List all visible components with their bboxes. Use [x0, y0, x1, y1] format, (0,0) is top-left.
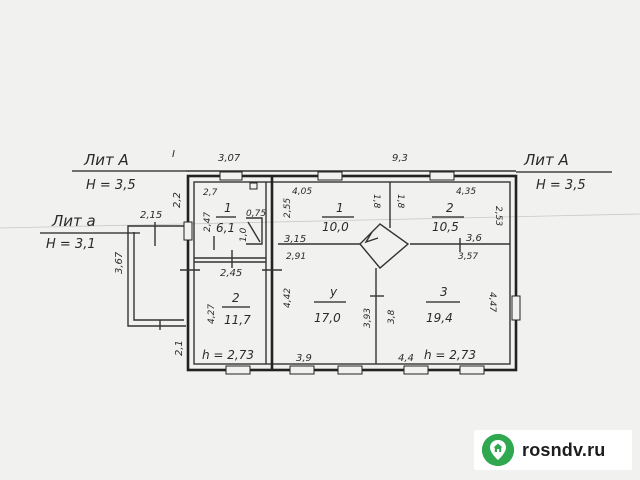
lit-a-title: Лит А — [523, 151, 569, 169]
window-bottom-5 — [459, 365, 485, 375]
window-right-1 — [511, 295, 521, 321]
dim-r1-top: 4,05 — [292, 187, 312, 197]
paper-fold-line — [0, 213, 640, 229]
room-2-number: 2 — [446, 201, 454, 215]
window-bottom-2 — [289, 365, 315, 375]
dim-room1s-side: 2,47 — [203, 212, 213, 232]
window-bottom-3 — [337, 365, 363, 375]
dim-ry-left: 4,42 — [283, 288, 293, 308]
room-1-number: 1 — [336, 201, 344, 215]
dim-r3-right: 4,47 — [487, 292, 497, 312]
room-2: 2 10,5 — [432, 201, 464, 234]
dim-room1s-top: 2,7 — [203, 188, 218, 198]
door-marks — [180, 236, 461, 297]
room-small-2-area: 11,7 — [224, 313, 251, 327]
label-lit-a1: Лит А I H = 3,5 — [72, 149, 186, 193]
window-top-2 — [317, 171, 343, 181]
dim-top-left: 3,07 — [218, 153, 241, 164]
height-right: h = 2,73 — [424, 348, 476, 362]
room1s-closet-diag — [247, 221, 261, 243]
label-lit-a: Лит А H = 3,5 — [516, 151, 612, 193]
dim-r3-left: 3,8 — [387, 309, 397, 324]
dim-r2-right: 2,53 — [493, 206, 503, 226]
window-bottom-1 — [225, 365, 251, 375]
door-left — [183, 221, 193, 241]
dim-r1-side: 1,8 — [371, 194, 381, 209]
room-1-area: 10,0 — [322, 220, 349, 234]
room-small-1: 1 6,1 — [216, 201, 236, 235]
dim-ry-right: 3,93 — [363, 308, 373, 328]
lit-a-small-title: Лит а — [51, 212, 96, 230]
dim-r2-bottom: 3,6 — [466, 233, 482, 244]
building-inner-outline — [193, 181, 511, 365]
room-y: у 17,0 — [314, 285, 346, 325]
window-bottom-4 — [403, 365, 429, 375]
lit-a1-title: Лит А — [83, 151, 129, 169]
dim-r2s-side: 4,27 — [207, 304, 217, 324]
room-small-1-area: 6,1 — [216, 221, 235, 235]
annex-lit-a: 2,15 2,2 3,67 2,1 — [114, 192, 188, 356]
dim-r2-side: 1,8 — [395, 194, 405, 209]
dim-annex-top: 2,15 — [140, 210, 162, 221]
lit-a1-height: H = 3,5 — [86, 178, 136, 193]
window-top-1 — [219, 171, 243, 181]
room1s-closet — [246, 217, 263, 245]
label-lit-a-small: Лит а H = 3,1 — [40, 212, 140, 252]
dim-r2-top: 4,35 — [456, 187, 476, 197]
annex-inner-outline — [133, 232, 184, 321]
dim-annex-bottom: 2,1 — [174, 340, 185, 356]
dim-r2-bottom2: 3,57 — [458, 252, 478, 262]
dim-room1s-inner: 0,75 — [246, 209, 266, 219]
dim-mid-left: 2,45 — [220, 268, 242, 279]
room-small-2-number: 2 — [232, 291, 240, 305]
room-small-1-number: 1 — [224, 201, 232, 215]
room-small-2: 2 11,7 — [222, 291, 251, 327]
dim-r1-bottom: 3,15 — [284, 234, 306, 245]
room-2-area: 10,5 — [432, 220, 459, 234]
room-y-area: 17,0 — [314, 311, 341, 325]
windows — [183, 171, 521, 375]
lit-a1-sup: I — [172, 149, 175, 160]
brand-badge[interactable]: rosndv.ru — [474, 430, 632, 470]
dim-top-main: 9,3 — [392, 153, 408, 164]
dim-annex-side-a: 2,2 — [172, 192, 183, 208]
room-3-number: 3 — [440, 285, 448, 299]
room1s-vent — [249, 182, 258, 190]
lit-a-small-height: H = 3,1 — [46, 237, 96, 252]
annex-outline — [127, 225, 188, 327]
room-3-area: 19,4 — [426, 311, 453, 325]
dim-annex-left: 3,67 — [114, 251, 125, 274]
dim-bottom-3: 4,4 — [398, 353, 414, 364]
room-1: 1 10,0 — [322, 201, 354, 234]
dim-room1s-inner2: 1,0 — [239, 227, 249, 242]
height-left: h = 2,73 — [202, 348, 254, 362]
dim-bottom-y: 3,9 — [296, 353, 312, 364]
house-pin-icon — [482, 434, 514, 466]
room-3: 3 19,4 — [426, 285, 460, 325]
stove-mark — [364, 231, 379, 244]
dim-r1-left: 2,55 — [283, 198, 293, 218]
window-top-3 — [429, 171, 455, 181]
lit-a-height: H = 3,5 — [536, 178, 586, 193]
stove-symbol — [359, 223, 410, 269]
brand-name: rosndv.ru — [522, 439, 606, 460]
dim-r1-bottom2: 2,91 — [286, 252, 306, 262]
room-y-number: у — [329, 285, 338, 299]
